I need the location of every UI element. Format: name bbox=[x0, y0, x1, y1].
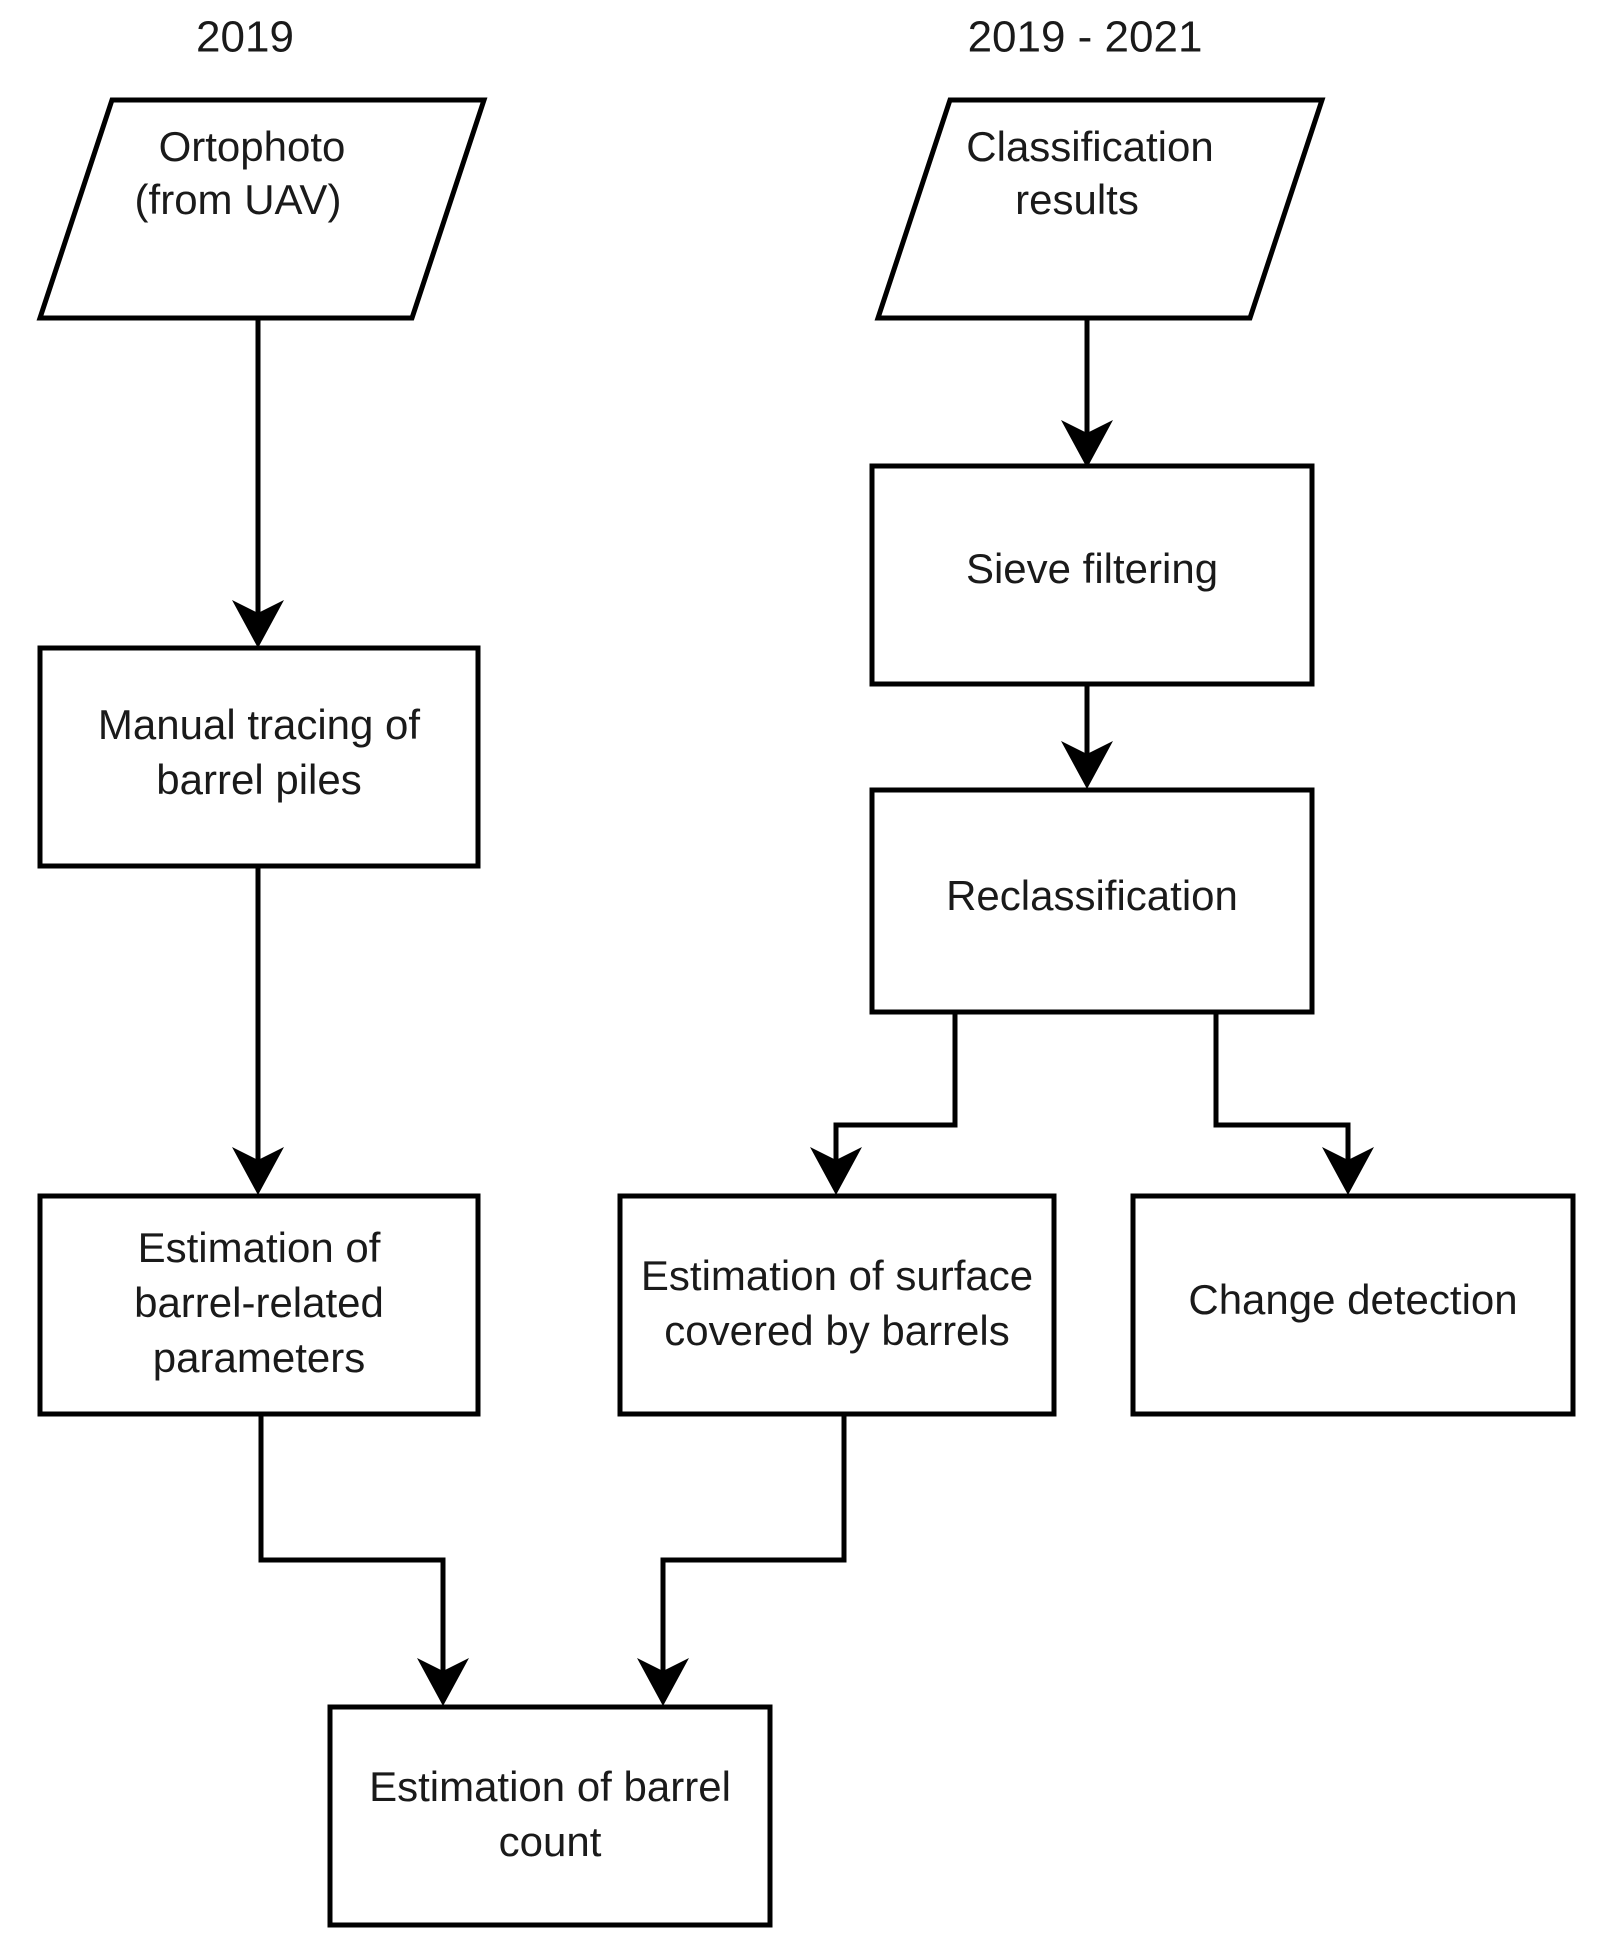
column-title-right: 2019 - 2021 bbox=[968, 13, 1203, 62]
node-classification-results[interactable]: Classification results bbox=[874, 97, 1326, 321]
arrow-head-icon bbox=[810, 1147, 862, 1195]
manual-tracing-label-line2: barrel piles bbox=[156, 756, 361, 803]
ortophoto-label-line2: (from UAV) bbox=[135, 176, 342, 223]
estimation-params-label-line2: barrel-related bbox=[134, 1279, 384, 1326]
estimation-params-label-line3: parameters bbox=[153, 1334, 365, 1381]
classification-results-parallelogram-shape bbox=[874, 97, 1326, 321]
node-manual-tracing[interactable]: Manual tracing of barrel piles bbox=[37, 645, 481, 869]
change-detection-rect-shape bbox=[1130, 1193, 1576, 1417]
edge-surface-to-barrel-count bbox=[637, 1414, 847, 1706]
edge-ortophoto-to-manual-tracing bbox=[232, 318, 284, 648]
reclassification-rect-shape bbox=[869, 787, 1315, 1015]
reclassification-label: Reclassification bbox=[946, 872, 1238, 919]
edge-manual-tracing-to-params bbox=[232, 866, 284, 1195]
edge-params-to-barrel-count bbox=[258, 1414, 469, 1706]
sieve-filtering-label: Sieve filtering bbox=[966, 545, 1218, 592]
edge-reclassification-to-surface bbox=[810, 1012, 958, 1195]
classification-results-label-line1: Classification bbox=[966, 123, 1213, 170]
arrow-head-icon bbox=[1322, 1147, 1374, 1195]
node-estimation-barrel-related-parameters[interactable]: Estimation of barrel-related parameters bbox=[37, 1193, 481, 1417]
arrow-head-icon bbox=[417, 1658, 469, 1706]
estimation-params-rect-shape bbox=[37, 1193, 481, 1417]
arrow-head-icon bbox=[1061, 420, 1113, 468]
edge-sieve-to-reclassification bbox=[1061, 684, 1113, 789]
edge-reclassification-to-change-detection bbox=[1213, 1012, 1374, 1195]
estimation-surface-rect-shape bbox=[617, 1193, 1057, 1417]
arrow-head-icon bbox=[637, 1658, 689, 1706]
estimation-barrel-count-label-line2: count bbox=[499, 1818, 602, 1865]
arrow-head-icon bbox=[232, 1147, 284, 1195]
node-change-detection[interactable]: Change detection bbox=[1130, 1193, 1576, 1417]
column-title-left: 2019 bbox=[196, 13, 294, 62]
manual-tracing-label-line1: Manual tracing of bbox=[98, 701, 421, 748]
edge-classification-to-sieve bbox=[1061, 318, 1113, 468]
node-reclassification[interactable]: Reclassification bbox=[869, 787, 1315, 1015]
node-sieve-filtering[interactable]: Sieve filtering bbox=[869, 463, 1315, 687]
arrow-head-icon bbox=[232, 600, 284, 648]
ortophoto-label-line1: Ortophoto bbox=[159, 123, 346, 170]
estimation-params-label-line1: Estimation of bbox=[138, 1224, 381, 1271]
estimation-barrel-count-label-line1: Estimation of barrel bbox=[369, 1763, 731, 1810]
estimation-barrel-count-rect-shape bbox=[327, 1704, 773, 1928]
change-detection-label: Change detection bbox=[1188, 1276, 1517, 1323]
node-ortophoto[interactable]: Ortophoto (from UAV) bbox=[36, 97, 488, 321]
node-estimation-barrel-count[interactable]: Estimation of barrel count bbox=[327, 1704, 773, 1928]
edge-line bbox=[660, 1414, 847, 1678]
ortophoto-parallelogram-shape bbox=[36, 97, 488, 321]
edge-line bbox=[833, 1012, 958, 1167]
sieve-filtering-rect-shape bbox=[869, 463, 1315, 687]
estimation-surface-label-line2: covered by barrels bbox=[664, 1307, 1010, 1354]
node-estimation-surface-covered[interactable]: Estimation of surface covered by barrels bbox=[617, 1193, 1057, 1417]
edge-line bbox=[258, 1414, 446, 1678]
estimation-surface-label-line1: Estimation of surface bbox=[641, 1252, 1033, 1299]
classification-results-label-line2: results bbox=[1015, 176, 1139, 223]
arrow-head-icon bbox=[1061, 741, 1113, 789]
edge-line bbox=[1213, 1012, 1351, 1167]
